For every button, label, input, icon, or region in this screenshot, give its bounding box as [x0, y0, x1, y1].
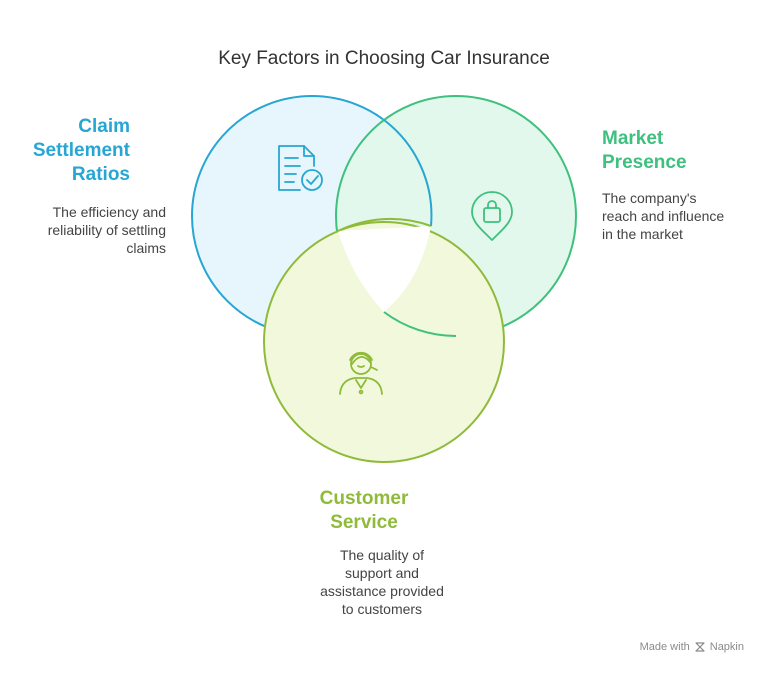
napkin-logo-icon	[695, 642, 705, 652]
claim-description-line: claims	[126, 240, 166, 256]
footer-prefix: Made with	[639, 641, 690, 653]
claim-description-line: The efficiency and	[52, 204, 166, 220]
customer-circle	[263, 221, 505, 463]
customer-arc-front	[337, 217, 432, 232]
market-heading-line: Presence	[602, 152, 687, 173]
market-description: The company's reach and influence in the…	[602, 189, 724, 243]
customer-description-line: support and	[345, 565, 419, 581]
customer-description-line: assistance provided	[320, 583, 444, 599]
claim-arc-front	[383, 119, 433, 227]
claim-description-line: reliability of settling	[47, 222, 166, 238]
customer-description-line: to customers	[341, 601, 423, 617]
made-with-napkin[interactable]: Made with Napkin	[640, 641, 744, 653]
market-description-line: in the market	[602, 226, 683, 242]
document-check-icon	[278, 145, 323, 191]
claim-description: The efficiency and reliability of settli…	[48, 203, 166, 257]
shopping-bag-pin-icon	[471, 191, 513, 241]
customer-heading-line: Service	[330, 512, 398, 533]
customer-heading-line: Customer	[319, 488, 409, 509]
support-agent-icon	[339, 351, 383, 395]
market-heading-line: Market	[602, 128, 664, 149]
customer-description-line: The quality of	[339, 547, 425, 563]
diagram-title: Key Factors in Choosing Car Insurance	[218, 48, 550, 69]
market-heading: Market Presence	[602, 127, 687, 175]
center-overlap	[338, 226, 431, 312]
claim-heading-line: Ratios	[71, 164, 130, 185]
customer-description: The quality of support and assistance pr…	[302, 546, 462, 618]
claim-heading-line: Settlement	[32, 140, 130, 161]
customer-heading: Customer Service	[304, 487, 424, 535]
market-arc-front	[383, 311, 457, 337]
market-description-line: The company's	[602, 190, 697, 206]
claim-heading: Claim Settlement Ratios	[33, 115, 130, 187]
claim-heading-line: Claim	[78, 116, 130, 137]
market-description-line: reach and influence	[602, 208, 725, 224]
footer-brand: Napkin	[709, 641, 744, 653]
